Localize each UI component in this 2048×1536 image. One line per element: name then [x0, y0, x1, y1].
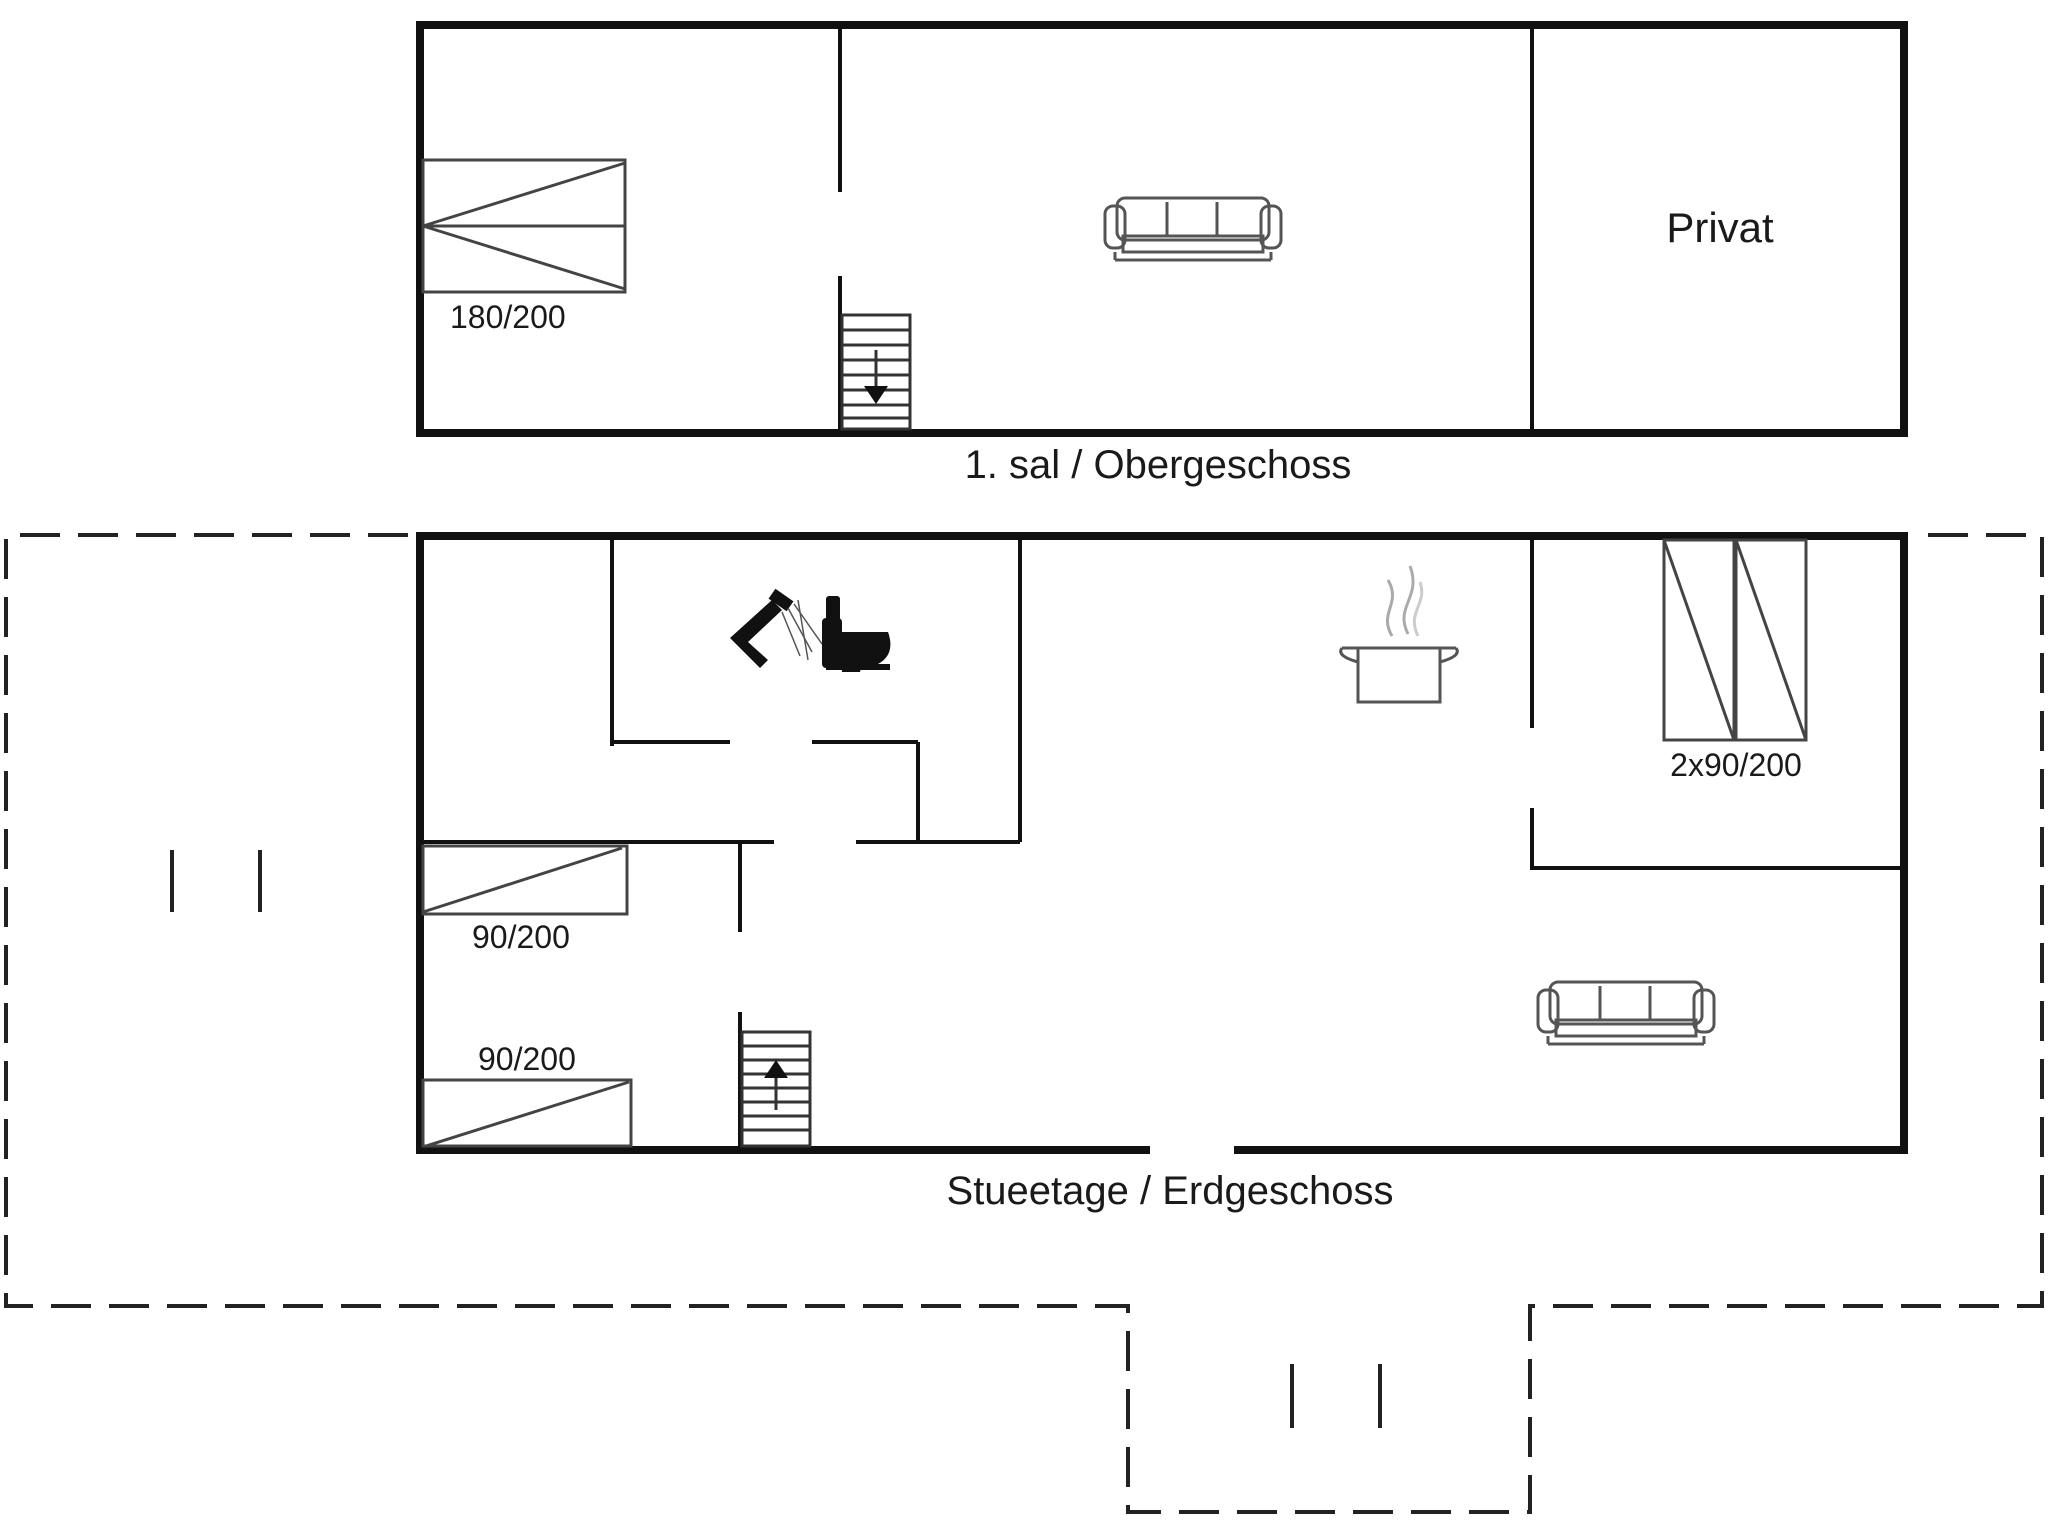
ground-floor-outer-wall — [416, 532, 1908, 1154]
private-room-label: Privat — [1666, 204, 1774, 251]
ground-floor-caption: Stueetage / Erdgeschoss — [947, 1169, 1394, 1213]
stairs-up-icon — [740, 1030, 812, 1148]
bed-icon — [421, 844, 629, 916]
upper-floor-caption: 1. sal / Obergeschoss — [965, 443, 1352, 487]
bed-icon — [421, 158, 627, 294]
terrace-outline — [4, 533, 2044, 1514]
sofa-icon — [1103, 196, 1283, 262]
upper-bed-label: 180/200 — [450, 299, 566, 335]
shower-icon — [730, 588, 823, 668]
cooking-pot-icon — [1339, 565, 1459, 704]
toilet-icon — [822, 596, 891, 672]
ground-floor: 2x90/200 90/200 90/200 — [416, 532, 1908, 1154]
bed-1-label: 90/200 — [472, 919, 570, 955]
terrace-marker-left — [170, 850, 262, 912]
bunk-bed-label: 2x90/200 — [1670, 747, 1802, 783]
stairs-down-icon — [840, 313, 912, 431]
sofa-icon — [1536, 980, 1716, 1046]
bed-icon — [1662, 538, 1808, 742]
ground-interior-walls — [420, 536, 1904, 1150]
terrace-marker-bottom — [1290, 1364, 1382, 1428]
upper-floor-outer-wall — [416, 21, 1908, 437]
bed-icon — [421, 1078, 633, 1148]
bed-2-label: 90/200 — [478, 1041, 576, 1077]
upper-floor: 180/200 Privat — [416, 21, 1908, 437]
